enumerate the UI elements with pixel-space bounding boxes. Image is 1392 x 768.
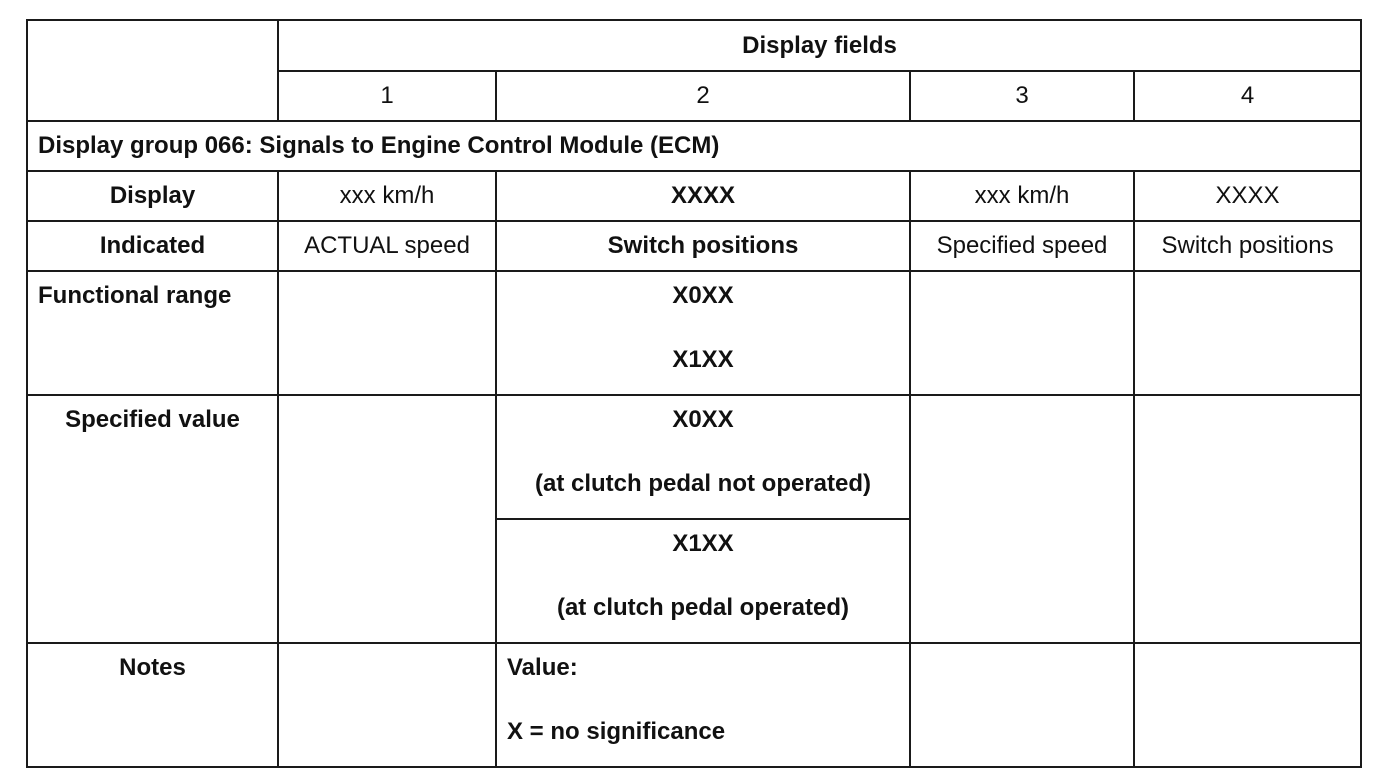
specified-value-entry: X1XX (at clutch pedal operated) <box>495 518 911 644</box>
row-label-specified-value: Specified value <box>26 394 279 644</box>
table-row: X1XX (at clutch pedal operated) <box>27 518 1361 644</box>
display-group-title: Display group 066: Signals to Engine Con… <box>25 120 1363 172</box>
specified-value-code: X1XX <box>672 530 734 557</box>
specified-value-condition: (at clutch pedal not operated) <box>534 470 872 497</box>
functional-range-value: X1XX <box>672 346 734 373</box>
indicated-field-2: Switch positions <box>495 220 911 272</box>
indicated-field-3: Specified speed <box>909 220 1135 272</box>
row-label-indicated: Indicated <box>26 220 279 272</box>
notes-value-text: X = no significance <box>507 718 726 745</box>
display-field-3: xxx km/h <box>909 170 1135 222</box>
row-label-functional-range: Functional range <box>26 270 279 396</box>
notes-field-2: Value: X = no significance <box>495 642 911 768</box>
table-row: Notes Value: X = no significance <box>26 642 1363 768</box>
display-field-1: xxx km/h <box>277 170 497 222</box>
table-row: Specified value X0XX (at clutch pedal no… <box>26 394 1363 644</box>
table-header-row: Display fields <box>26 19 1363 122</box>
functional-range-field-3 <box>909 270 1135 396</box>
functional-range-field-4 <box>1132 270 1363 396</box>
specified-value-code: X0XX <box>672 406 734 433</box>
specified-value-condition: (at clutch pedal operated) <box>556 594 850 621</box>
specified-value-field-4 <box>1132 394 1363 644</box>
specified-value-entry: X0XX (at clutch pedal not operated) <box>495 394 911 520</box>
specified-value-field-3 <box>909 394 1135 644</box>
row-label-notes: Notes <box>26 642 279 768</box>
column-header-4: 4 <box>1132 70 1363 122</box>
column-header-2: 2 <box>495 70 911 122</box>
indicated-field-4: Switch positions <box>1132 220 1363 272</box>
functional-range-value: X0XX <box>672 282 734 309</box>
indicated-field-1: ACTUAL speed <box>277 220 497 272</box>
row-label-display: Display <box>26 170 279 222</box>
display-field-2: XXXX <box>495 170 911 222</box>
notes-field-3 <box>909 642 1135 768</box>
table-row: Display xxx km/h XXXX xxx km/h XXXX <box>26 170 1363 222</box>
table-row: Indicated ACTUAL speed Switch positions … <box>26 220 1363 272</box>
column-number-row: 1 2 3 4 <box>27 70 1363 122</box>
group-title-row: Display group 066: Signals to Engine Con… <box>25 120 1363 172</box>
functional-range-field-1 <box>277 270 497 396</box>
display-fields-header: Display fields <box>276 19 1363 72</box>
notes-value-heading: Value: <box>507 654 578 681</box>
display-field-4: XXXX <box>1132 170 1363 222</box>
display-group-table: Display fields 1 2 3 4 Display group 066… <box>25 19 1363 768</box>
functional-range-field-2: X0XX X1XX <box>495 270 911 396</box>
table-row: Functional range X0XX X1XX <box>26 270 1363 396</box>
notes-field-4 <box>1132 642 1363 768</box>
column-header-1: 1 <box>277 70 497 122</box>
notes-field-1 <box>277 642 497 768</box>
specified-value-field-1 <box>277 394 497 644</box>
corner-cell <box>26 19 279 122</box>
column-header-3: 3 <box>909 70 1135 122</box>
